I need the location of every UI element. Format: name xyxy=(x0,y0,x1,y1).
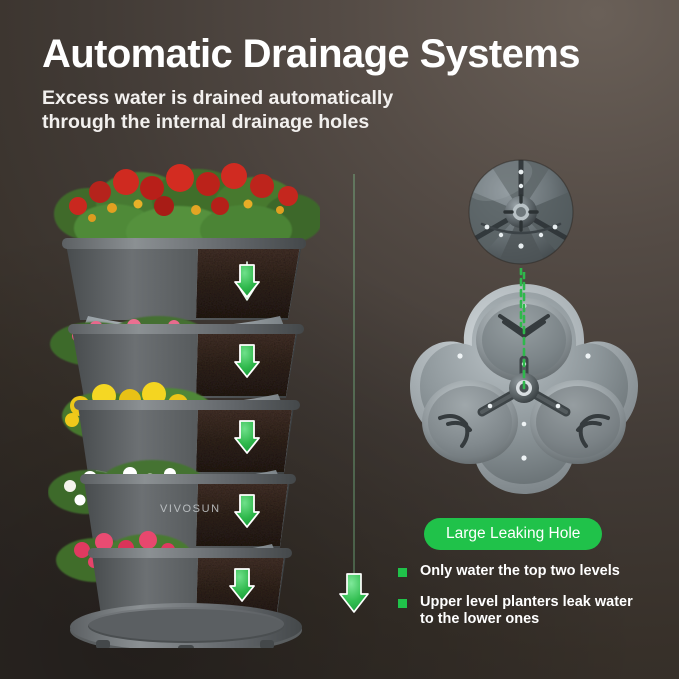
water-flow-guide-line xyxy=(330,172,378,622)
page-title: Automatic Drainage Systems xyxy=(42,32,581,76)
feature-list: Only water the top two levels Upper leve… xyxy=(398,563,654,629)
brand-wordmark: VIVOSUN xyxy=(160,503,221,515)
list-item: Only water the top two levels xyxy=(398,563,654,581)
tier-5-group xyxy=(56,531,302,648)
down-arrow-icon xyxy=(234,344,260,378)
tier-1-group xyxy=(54,163,320,337)
down-arrow-icon xyxy=(229,568,255,602)
down-arrow-icon xyxy=(234,494,260,528)
trefoil-planter-base xyxy=(404,270,644,504)
down-arrow-icon xyxy=(339,573,369,613)
tier-2-group xyxy=(50,316,304,414)
list-item-label: Upper level planters leak water to the l… xyxy=(420,593,633,628)
status-badge: Large Leaking Hole xyxy=(424,518,603,550)
down-arrow-icon xyxy=(234,261,260,301)
callout-panel: Large Leaking Hole Only water the top tw… xyxy=(398,518,654,629)
page-subtitle: Excess water is drained automatically th… xyxy=(42,87,394,133)
detail-connector-line xyxy=(404,266,644,328)
header-block: Automatic Drainage Systems Excess water … xyxy=(42,32,652,134)
bullet-square-icon xyxy=(398,568,407,577)
list-item: Upper level planters leak water to the l… xyxy=(398,594,654,629)
bullet-square-icon xyxy=(398,598,407,608)
planter-tower-illustration: VIVOSUN xyxy=(48,148,320,648)
trefoil-wells xyxy=(422,298,626,464)
tier-3-group xyxy=(62,382,300,490)
down-arrow-icon xyxy=(234,420,260,454)
list-item-label: Only water the top two levels xyxy=(420,563,620,579)
drainage-hole-closeup xyxy=(456,150,586,280)
